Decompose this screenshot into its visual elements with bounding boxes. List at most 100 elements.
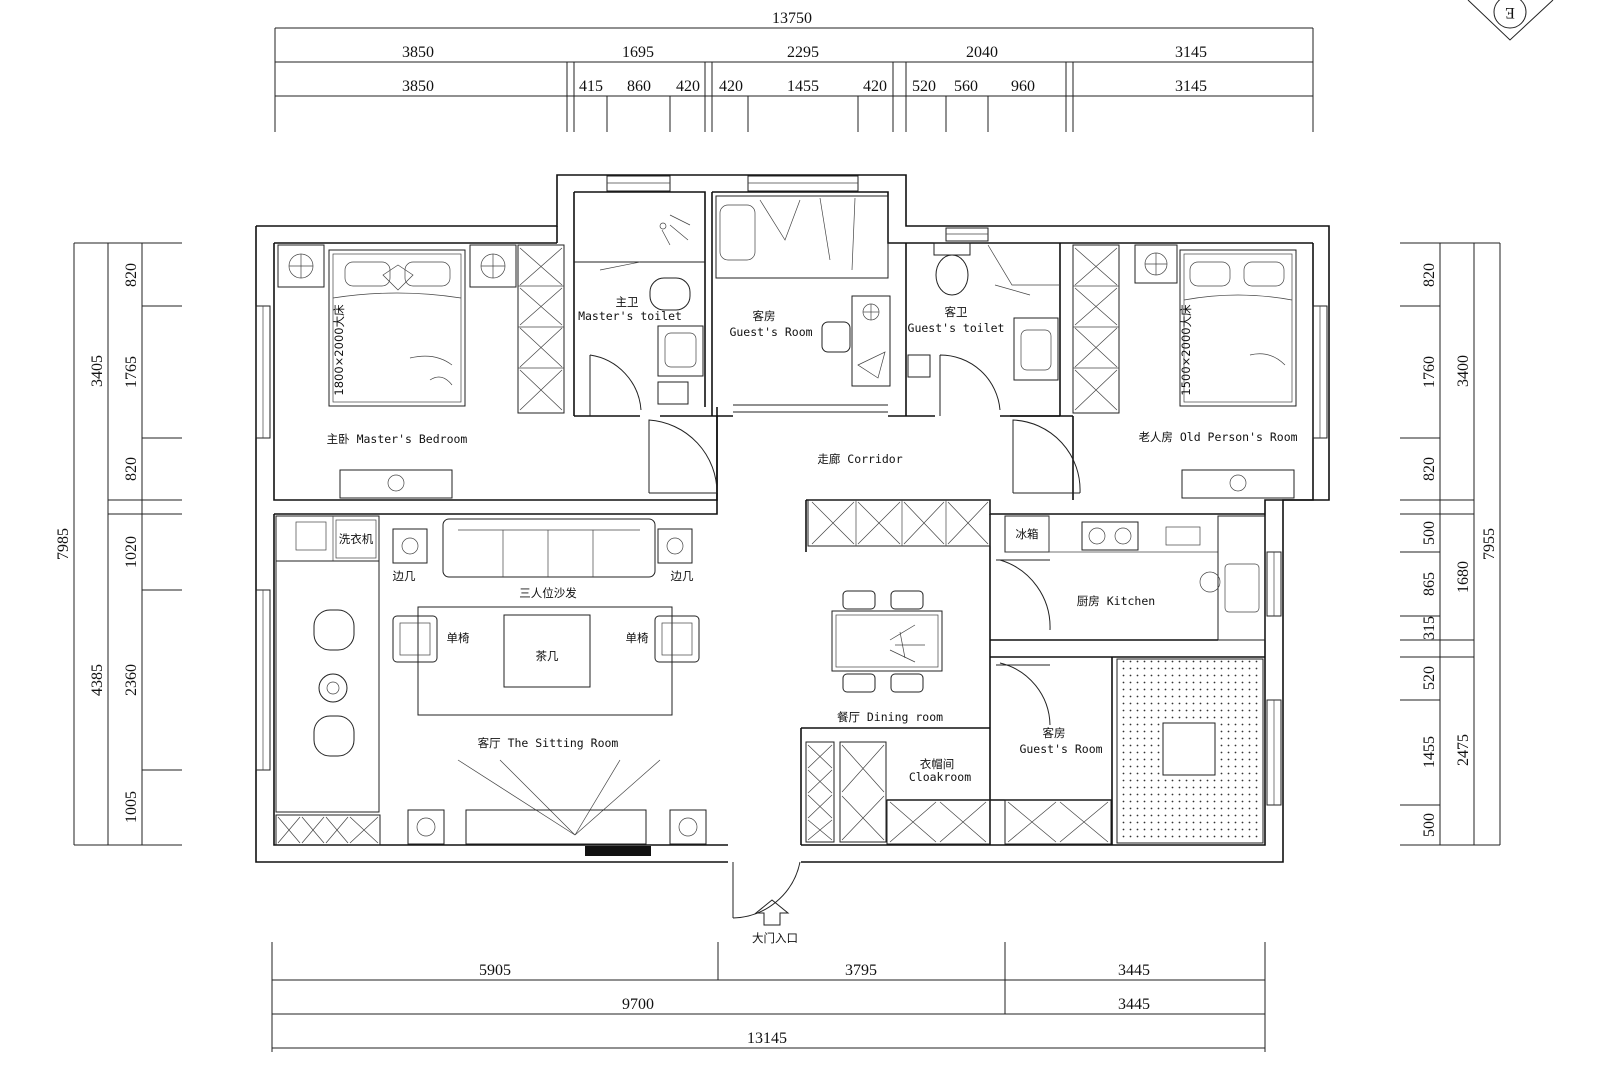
dim-label: 1695	[622, 44, 654, 61]
dim-label: 520	[1421, 666, 1438, 690]
guest-toilet-fixtures	[907, 242, 1060, 381]
side-table-right-label: 边几	[671, 569, 694, 583]
fridge-label: 冰箱	[1016, 527, 1039, 541]
room-label-dining-room: 餐厅 Dining room	[837, 710, 943, 724]
room-label-sitting-room: 客厅 The Sitting Room	[478, 736, 619, 750]
master-wardrobe	[517, 244, 565, 414]
dim-label: 315	[1421, 616, 1438, 640]
dim-label: 420	[676, 78, 700, 95]
room-label-guest-toilet-en: Guest's toilet	[908, 321, 1005, 335]
master-toilet-fixtures	[574, 214, 705, 405]
sofa	[442, 518, 656, 578]
coffee-table	[503, 614, 591, 688]
room-label-master-toilet-cn: 主卫	[616, 295, 639, 309]
room-label-master-bedroom: 主卧 Master's Bedroom	[327, 432, 468, 446]
dim-label: 1455	[1421, 736, 1438, 768]
dim-label: 3145	[1175, 78, 1207, 95]
top-dimension-lines	[274, 27, 1314, 132]
side-table-left-label: 边几	[393, 569, 416, 583]
room-label-guest-toilet-cn: 客卫	[945, 305, 968, 319]
tatami-floor	[1116, 658, 1264, 844]
doors	[589, 354, 1081, 919]
coffee-table-label: 茶几	[536, 649, 559, 663]
master-bed	[328, 249, 466, 407]
room-label-cloakroom-en: Cloakroom	[909, 770, 971, 784]
cloakroom-cabinets	[805, 741, 1112, 845]
dim-label: 1680	[1455, 561, 1472, 593]
dim-label: 1020	[123, 536, 140, 568]
dim-label: 520	[912, 78, 936, 95]
dim-label: 420	[719, 78, 743, 95]
dim-label: 1455	[787, 78, 819, 95]
dining-nook	[275, 560, 380, 813]
tv-wall	[407, 759, 707, 856]
entrance-arrow-icon	[754, 899, 790, 926]
dim-label: 4385	[89, 664, 106, 696]
bottom-dimension-lines	[271, 942, 1266, 1052]
top-row1-labels: 3850 1695 2295 2040 3145	[402, 44, 1207, 61]
dim-label: 2040	[966, 44, 998, 61]
top-row2-labels: 3850 415 860 420 420 1455 420 520 560 96…	[402, 78, 1207, 95]
dim-label: 1005	[123, 791, 140, 823]
dim-label: 560	[954, 78, 978, 95]
armchair-left-label: 单椅	[447, 631, 470, 645]
master-tv-cabinet	[339, 469, 453, 499]
entrance-label: 大门入口	[752, 931, 798, 945]
nightstand-lamp-icon	[1134, 244, 1178, 284]
room-label-kitchen: 厨房 Kitchen	[1077, 594, 1155, 608]
dim-label: 2475	[1455, 734, 1472, 766]
dim-label: 3850	[402, 44, 434, 61]
right-dimension-lines	[1400, 242, 1501, 846]
dim-label: 5905	[479, 962, 511, 979]
bottom-total: 13145	[747, 1030, 787, 1047]
dim-label: 3445	[1118, 996, 1150, 1013]
guest-desk-top	[821, 295, 891, 387]
top-total: 13750	[772, 10, 812, 27]
room-label-guest-room-top-en: Guest's Room	[729, 325, 812, 339]
windows	[255, 175, 1328, 806]
room-label-guest-room-bottom-en: Guest's Room	[1019, 742, 1102, 756]
dim-label: 960	[1011, 78, 1035, 95]
dim-label: 415	[579, 78, 603, 95]
dim-label: 1760	[1421, 356, 1438, 388]
old-person-wardrobe	[1072, 244, 1120, 414]
sitting-rug	[417, 606, 673, 716]
dim-label: 3405	[89, 355, 106, 387]
dining-table	[831, 590, 943, 693]
sitting-cabinet	[275, 814, 381, 846]
dining-cabinet	[807, 499, 991, 547]
kitchen-counter	[1004, 515, 1266, 641]
dim-label: 2295	[787, 44, 819, 61]
dim-label: 9700	[622, 996, 654, 1013]
armchair-right-label: 单椅	[626, 631, 649, 645]
dim-label: 820	[123, 263, 140, 287]
room-label-master-toilet-en: Master's toilet	[578, 309, 682, 323]
dim-label: 865	[1421, 572, 1438, 596]
guest-bed-top	[715, 195, 889, 279]
dim-label: 820	[123, 457, 140, 481]
sofa-label: 三人位沙发	[519, 586, 577, 600]
dim-label: 860	[627, 78, 651, 95]
compass-letter: E	[1505, 4, 1515, 21]
dim-label: 1765	[123, 356, 140, 388]
dim-label: 2360	[123, 664, 140, 696]
washing-machine-label: 洗衣机	[339, 532, 374, 546]
dim-label: 820	[1421, 457, 1438, 481]
master-bed-size: 1800×2000大床	[332, 304, 346, 396]
dim-label: 3795	[845, 962, 877, 979]
dim-label: 3145	[1175, 44, 1207, 61]
old-person-bed	[1179, 249, 1297, 407]
dim-label: 420	[863, 78, 887, 95]
left-dimension-lines	[73, 242, 182, 846]
room-label-guest-room-bottom-cn: 客房	[1043, 726, 1066, 740]
armchair	[392, 615, 700, 663]
room-label-old-person-room: 老人房 Old Person's Room	[1138, 430, 1297, 444]
room-label-cloakroom-cn: 衣帽间	[920, 757, 955, 771]
old-bed-size: 1500×2000大床	[1179, 304, 1193, 396]
dim-label: 3400	[1455, 355, 1472, 387]
nightstand-lamp-icon	[277, 244, 517, 288]
dim-label: 500	[1421, 521, 1438, 545]
left-total: 7985	[55, 528, 72, 560]
side-table-icon	[392, 528, 693, 564]
